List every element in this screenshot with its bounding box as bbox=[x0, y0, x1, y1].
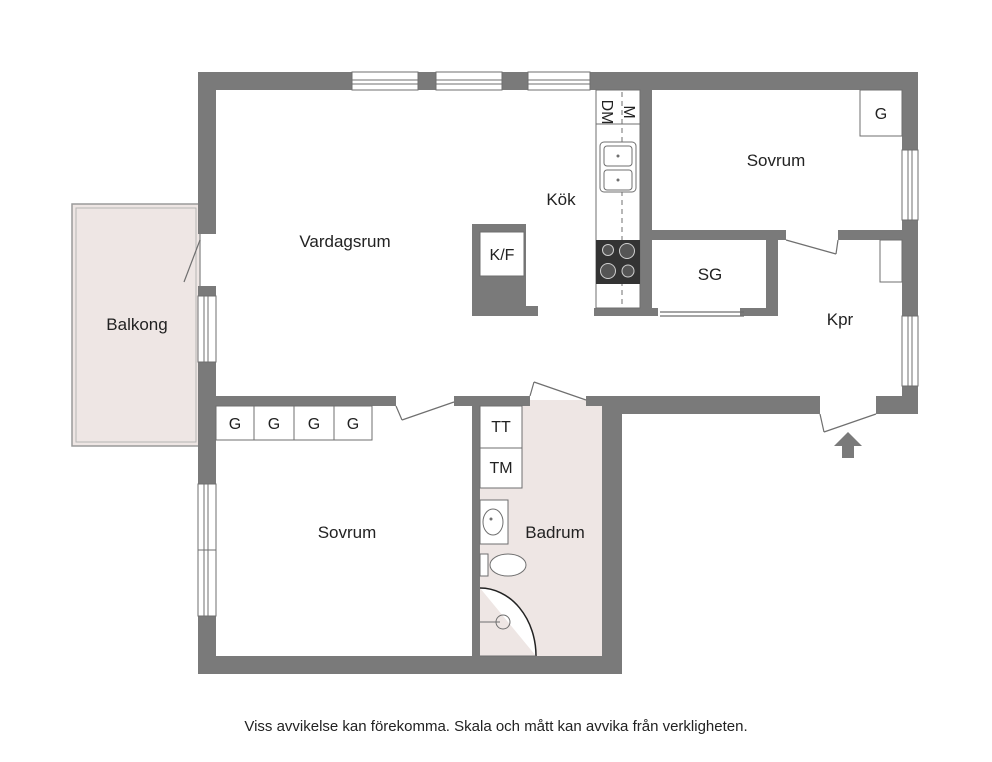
fridge-freezer-label: K/F bbox=[490, 247, 515, 264]
wardrobe-label-1: G bbox=[229, 416, 241, 433]
balcony-label: Balkong bbox=[106, 315, 167, 334]
sink-icon bbox=[479, 499, 509, 545]
entrance-arrow-icon bbox=[834, 432, 862, 458]
shower-icon bbox=[479, 587, 537, 657]
doors bbox=[183, 239, 877, 433]
wardrobe-label-3: G bbox=[308, 416, 320, 433]
washer-label: TM bbox=[489, 460, 512, 477]
balcony bbox=[71, 203, 201, 447]
wardrobe-label-4: G bbox=[347, 416, 359, 433]
kitchen-label: Kök bbox=[546, 190, 576, 209]
windows bbox=[197, 71, 919, 617]
stove-icon bbox=[596, 240, 640, 284]
dishwasher-label: DM bbox=[598, 100, 615, 125]
dryer-label: TT bbox=[491, 419, 511, 436]
bathroom-label: Badrum bbox=[525, 523, 585, 542]
disclaimer-text: Viss avvikelse kan förekomma. Skala och … bbox=[244, 718, 748, 735]
toilet-icon bbox=[479, 553, 527, 577]
laundry bbox=[479, 405, 523, 489]
living-room-label: Vardagsrum bbox=[299, 232, 390, 251]
bedroom-bottom-label: Sovrum bbox=[318, 523, 377, 542]
bedroom-top-label: Sovrum bbox=[747, 151, 806, 170]
fridge-freezer-box bbox=[479, 231, 525, 277]
closet-label: SG bbox=[698, 265, 723, 284]
wardrobe-top-box bbox=[859, 89, 903, 137]
wardrobe-top-label: G bbox=[875, 106, 887, 123]
microwave-label: M bbox=[620, 105, 637, 118]
hall-cabinet bbox=[879, 239, 903, 283]
wardrobes-bottom bbox=[215, 405, 373, 441]
hall-label: Kpr bbox=[827, 310, 854, 329]
wardrobe-label-2: G bbox=[268, 416, 280, 433]
